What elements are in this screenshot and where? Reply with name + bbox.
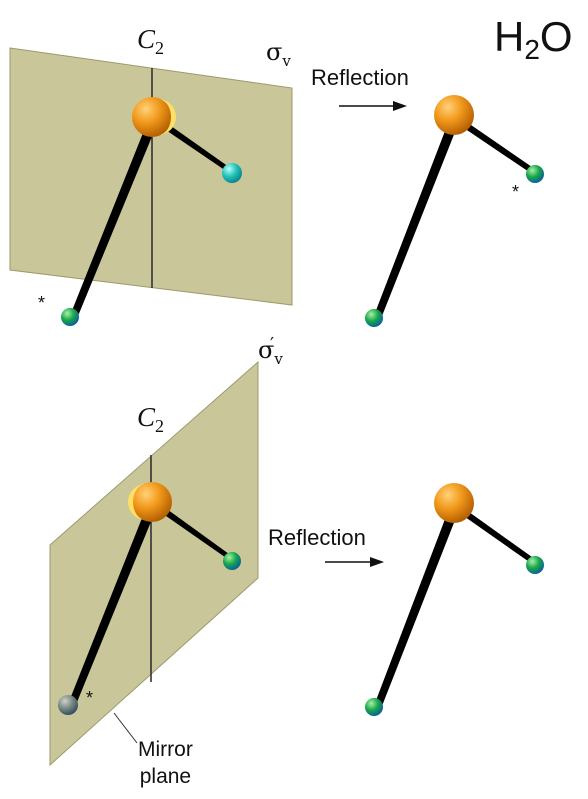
- reflection-arrow-bottom: [325, 557, 384, 567]
- oxygen-atom: [132, 482, 172, 522]
- top-right-molecule-group: [365, 95, 544, 327]
- mirror-plane-sigma-v: [9, 47, 293, 306]
- hydrogen-atom-marked: [58, 695, 78, 715]
- mirror-plane-sigma-v-prime: [49, 360, 259, 767]
- hydrogen-atom: [61, 308, 79, 326]
- oxygen-atom: [132, 97, 172, 137]
- oxygen-atom: [434, 95, 474, 135]
- marker-asterisk-bottom-left: *: [86, 688, 94, 708]
- bond-o-h-short: [154, 114, 232, 175]
- hydrogen-atom: [365, 309, 383, 327]
- hydrogen-atom: [526, 556, 544, 574]
- top-left-molecule-group: [9, 47, 293, 326]
- reflection-label-bottom: Reflection: [268, 525, 366, 550]
- c2-axis-label-top: C2: [137, 24, 165, 58]
- bottom-right-molecule-group: [365, 483, 544, 716]
- bond-o-h-long: [375, 118, 459, 316]
- sigma-v-label-top: σv: [266, 38, 291, 70]
- bottom-left-molecule-group: [49, 360, 259, 767]
- hydrogen-atom: [223, 552, 241, 570]
- bond-o-h-short: [455, 114, 535, 176]
- hydrogen-atom: [365, 698, 383, 716]
- bond-o-h-long: [71, 118, 158, 316]
- marker-asterisk-top-right: *: [512, 182, 520, 202]
- reflection-label-top: Reflection: [311, 65, 409, 90]
- bond-o-h-long: [375, 506, 459, 706]
- bond-o-h-short: [153, 499, 232, 562]
- mirror-plane-leader-line: [113, 712, 138, 744]
- reflection-arrow-top: [339, 101, 407, 111]
- hydrogen-atom: [526, 165, 544, 183]
- oxygen-highlight-crescent: [128, 484, 146, 520]
- hydrogen-atom-marked: [222, 163, 242, 183]
- sigma-v-prime-label: σ′v: [258, 334, 283, 368]
- c2-axis-label-bottom: C2: [137, 402, 165, 436]
- bond-o-h-short: [455, 502, 535, 566]
- molecule-formula-title: H2O: [494, 13, 573, 65]
- oxygen-highlight-crescent: [158, 99, 176, 135]
- oxygen-atom: [434, 483, 474, 523]
- bond-o-h-long: [68, 503, 157, 707]
- marker-asterisk-top-left: *: [38, 293, 46, 313]
